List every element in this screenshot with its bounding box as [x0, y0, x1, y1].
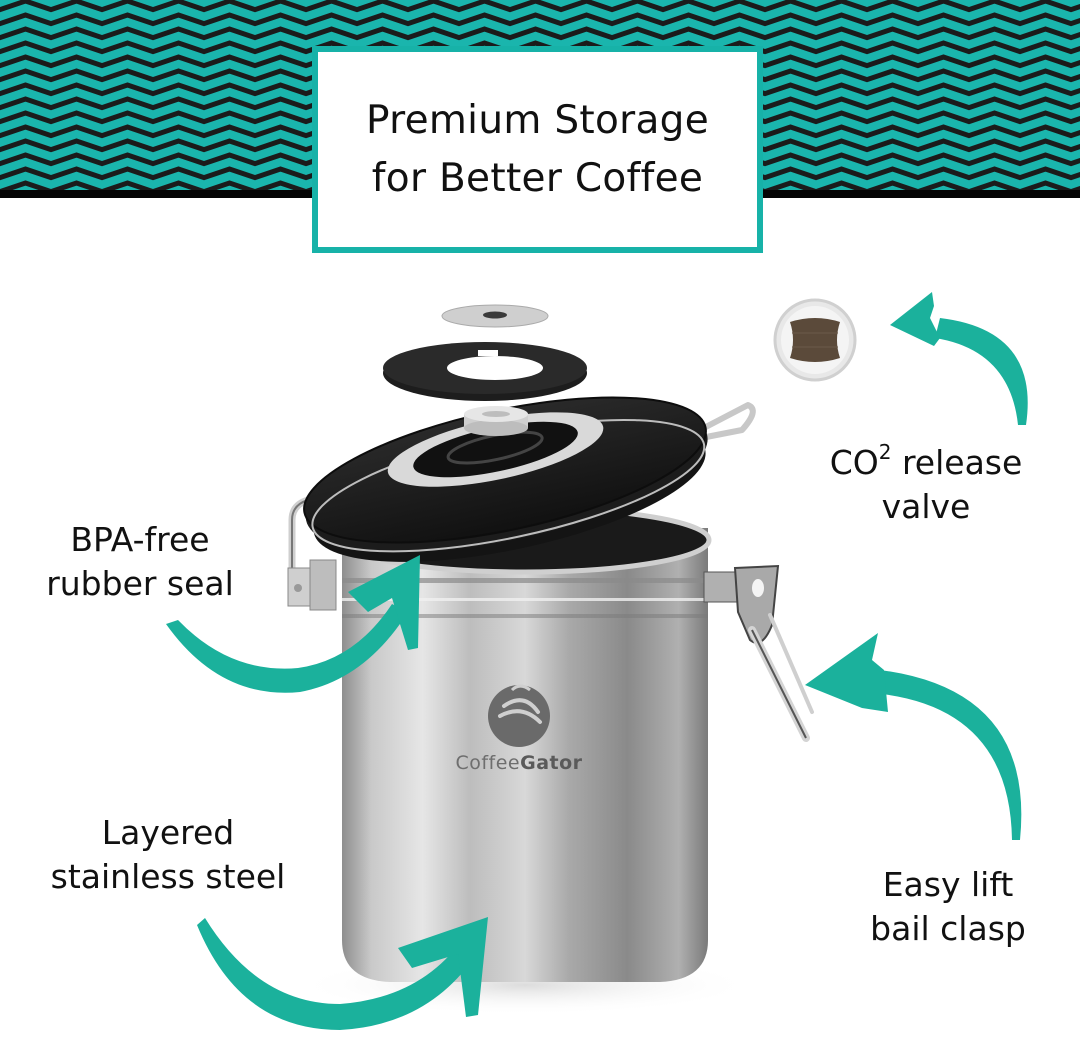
arrow-stainless-steel-icon — [197, 918, 478, 1030]
feature-label-bail-clasp: Easy lift bail clasp — [870, 863, 1026, 951]
lid-valve — [464, 406, 528, 436]
arrow-rubber-seal-icon — [166, 604, 408, 693]
feature-label-line: valve — [881, 487, 971, 526]
feature-label-line: Layered — [101, 813, 235, 852]
release-text: release — [891, 443, 1023, 482]
arrow-co2-valve-icon — [935, 318, 1028, 425]
co2-text: CO — [829, 443, 879, 482]
co2-superscript: 2 — [878, 440, 892, 464]
feature-label-rubber-seal: BPA-free rubber seal — [46, 518, 234, 606]
arrows — [166, 292, 1028, 1030]
title-line-2: for Better Coffee — [371, 155, 704, 201]
feature-label-line: Easy lift — [882, 865, 1014, 904]
valve-detail-icon — [773, 298, 857, 382]
feature-label-line: CO2 release — [830, 441, 1023, 485]
brand-text: CoffeeGator — [455, 752, 582, 774]
arrow-bail-clasp-icon — [880, 670, 1022, 840]
lid — [303, 396, 708, 562]
feature-label-stainless-steel: Layered stainless steel — [51, 811, 286, 899]
brand-logo-icon — [488, 684, 550, 747]
title-line-1: Premium Storage — [365, 97, 710, 143]
feature-label-line: BPA-free — [70, 520, 210, 559]
valve-disk — [441, 304, 549, 328]
brand-text-part1: Coffee — [455, 752, 521, 774]
lid-hinge-wire — [649, 402, 756, 451]
title-box: Premium Storage for Better Coffee — [312, 46, 763, 253]
feature-label-line: bail clasp — [870, 909, 1026, 948]
feature-label-co2-valve: CO2 release valve — [830, 441, 1023, 529]
right-clasp — [703, 564, 814, 742]
gasket-ring — [383, 342, 587, 401]
feature-label-line: rubber seal — [46, 564, 234, 603]
feature-label-line: stainless steel — [50, 857, 286, 896]
brand-text-part2: Gator — [520, 752, 583, 774]
